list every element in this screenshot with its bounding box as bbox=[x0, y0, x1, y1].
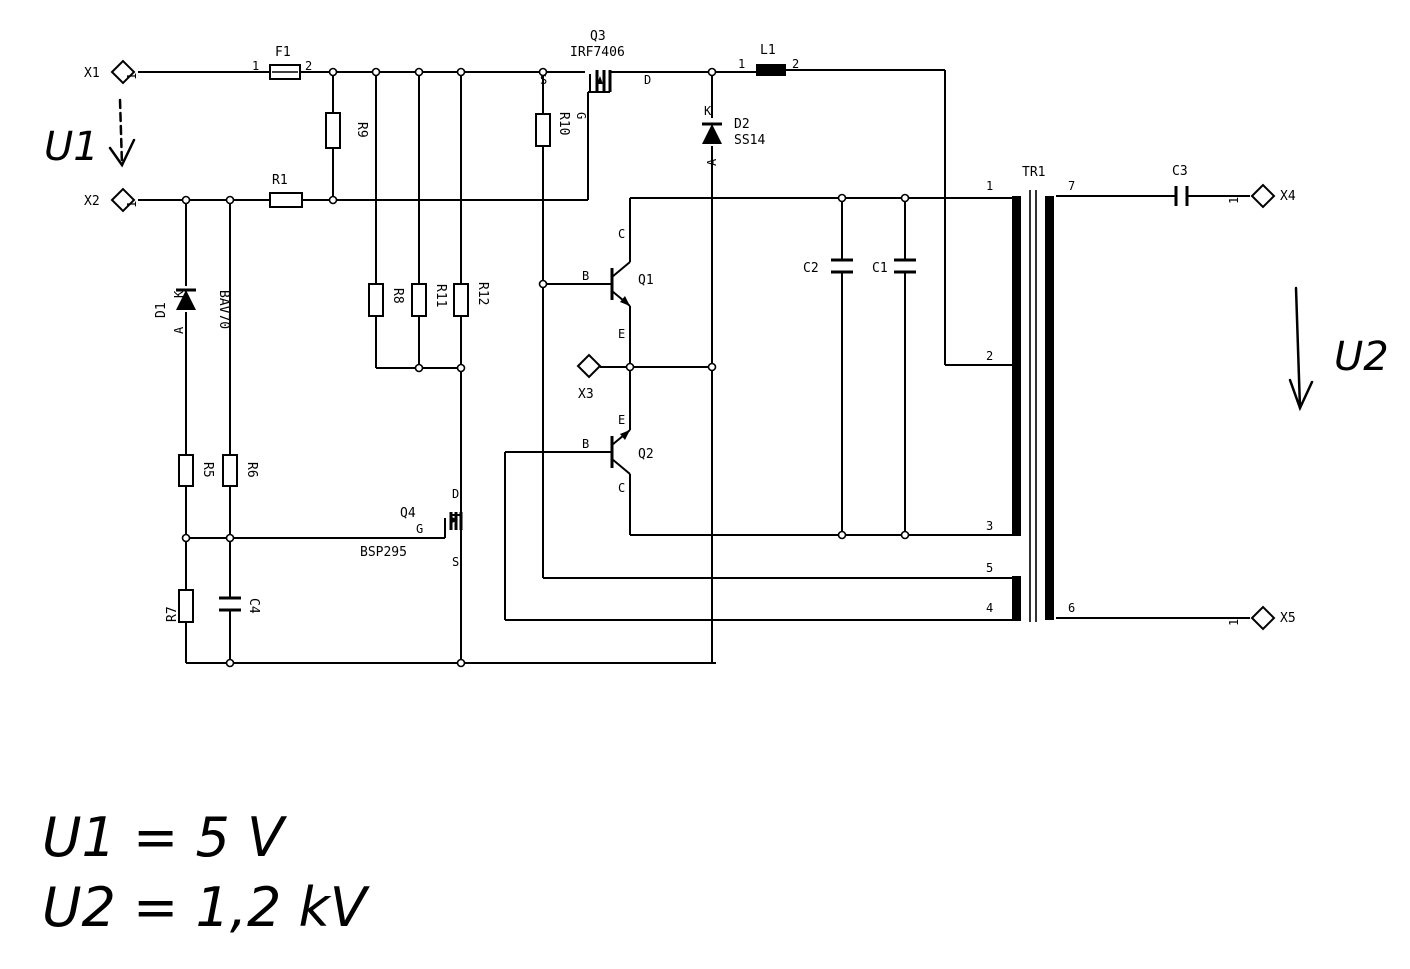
terminal-x4-label: X4 bbox=[1280, 189, 1296, 204]
wires bbox=[138, 69, 1250, 664]
terminal-x1-pin: 1 bbox=[125, 73, 139, 80]
bjt-q1-e: E bbox=[618, 327, 625, 341]
capacitor-c2-label: C2 bbox=[803, 261, 819, 276]
bjt-q1-b: B bbox=[582, 269, 589, 283]
mosfet-q4-label: Q4 bbox=[400, 506, 416, 521]
resistor-r7-label: R7 bbox=[165, 606, 180, 622]
resistor-r11-label: R11 bbox=[433, 284, 448, 307]
mosfet-q4-part: BSP295 bbox=[360, 545, 407, 560]
diode-d1-k: K bbox=[172, 290, 186, 298]
inductor-l1-pin1: 1 bbox=[738, 57, 745, 71]
handwritten-equations: U1 = 5 V U2 = 1,2 kV bbox=[42, 806, 371, 939]
diode-d1-part: BAV70 bbox=[216, 290, 231, 329]
terminal-x1-label: X1 bbox=[84, 66, 100, 81]
bjt-q1-label: Q1 bbox=[638, 273, 654, 288]
capacitor-c1-label: C1 bbox=[872, 261, 888, 276]
terminal-x2-label: X2 bbox=[84, 194, 100, 209]
transformer-pin-2: 2 bbox=[986, 349, 993, 363]
bjt-q2: Q2 B E C bbox=[582, 413, 654, 495]
u2-arrow-label: U2 bbox=[1334, 334, 1389, 380]
mosfet-q3-label: Q3 bbox=[590, 29, 606, 44]
resistor-r7: R7 bbox=[165, 589, 194, 623]
fuse-f1-pin1: 1 bbox=[252, 59, 259, 73]
mosfet-q4-d: D bbox=[452, 487, 459, 501]
resistor-r5: R5 bbox=[178, 454, 215, 487]
resistor-r9-label: R9 bbox=[354, 122, 369, 138]
diode-d2-label: D2 bbox=[734, 117, 750, 132]
terminal-x2: X2 1 bbox=[84, 187, 139, 213]
terminal-x2-pin: 1 bbox=[125, 201, 139, 208]
u2-voltage-arrow: U2 bbox=[1288, 286, 1389, 412]
resistor-r5-label: R5 bbox=[200, 462, 215, 478]
inductor-l1-pin2: 2 bbox=[792, 57, 799, 71]
bjt-q2-b: B bbox=[582, 437, 589, 451]
transformer-pin-5: 5 bbox=[986, 561, 993, 575]
junction-dots bbox=[181, 67, 910, 668]
bjt-q1-c: C bbox=[618, 227, 625, 241]
transformer-pin-3: 3 bbox=[986, 519, 993, 533]
mosfet-q3: Q3 IRF7406 S G D bbox=[540, 29, 651, 119]
terminal-x4: X4 1 bbox=[1227, 183, 1296, 209]
terminal-x3: X3 bbox=[576, 353, 602, 402]
transformer-pin-7: 7 bbox=[1068, 179, 1075, 193]
terminal-x5: X5 1 bbox=[1227, 605, 1296, 631]
resistor-r1: R1 bbox=[269, 173, 303, 208]
resistor-r9: R9 bbox=[325, 112, 369, 149]
inductor-l1: L1 1 2 bbox=[738, 43, 799, 76]
bjt-q2-e: E bbox=[618, 413, 625, 427]
terminal-x5-pin: 1 bbox=[1227, 619, 1241, 626]
capacitor-c1: C1 bbox=[872, 258, 916, 276]
capacitor-c3: C3 bbox=[1172, 164, 1189, 206]
mosfet-q4-g: G bbox=[416, 522, 423, 536]
resistor-r11: R11 bbox=[411, 283, 448, 317]
resistor-r6-label: R6 bbox=[244, 462, 259, 478]
terminal-x4-pin: 1 bbox=[1227, 197, 1241, 204]
transformer-pin-6: 6 bbox=[1068, 601, 1075, 615]
terminal-x5-label: X5 bbox=[1280, 611, 1296, 626]
u1-arrow-label: U1 bbox=[44, 124, 99, 170]
terminal-x3-label: X3 bbox=[578, 387, 594, 402]
bjt-q2-label: Q2 bbox=[638, 447, 654, 462]
diode-d1-label: D1 bbox=[154, 302, 169, 318]
mosfet-q3-s: S bbox=[540, 73, 547, 87]
diode-d2: D2 SS14 K A bbox=[702, 104, 765, 166]
mosfet-q3-part: IRF7406 bbox=[570, 45, 625, 60]
diode-d2-k: K bbox=[704, 104, 712, 118]
mosfet-q3-d: D bbox=[644, 73, 651, 87]
inductor-l1-label: L1 bbox=[760, 43, 776, 58]
resistor-r1-label: R1 bbox=[272, 173, 288, 188]
resistor-r6: R6 bbox=[222, 454, 259, 487]
transformer-pin-4: 4 bbox=[986, 601, 993, 615]
transformer-tr1: TR1 1 2 3 4 5 6 7 bbox=[986, 165, 1075, 622]
resistor-r8-label: R8 bbox=[390, 288, 405, 304]
mosfet-q4: Q4 G D S BSP295 bbox=[360, 487, 463, 569]
resistor-r12-label: R12 bbox=[475, 282, 490, 305]
resistor-r8: R8 bbox=[368, 283, 405, 317]
resistor-r10: R10 bbox=[535, 112, 571, 147]
mosfet-q3-g: G bbox=[574, 112, 588, 119]
capacitor-c4: C4 bbox=[219, 596, 261, 614]
fuse-f1-pin2: 2 bbox=[305, 59, 312, 73]
transformer-tr1-label: TR1 bbox=[1022, 165, 1045, 180]
capacitor-c2: C2 bbox=[803, 258, 853, 276]
mosfet-q4-s: S bbox=[452, 555, 459, 569]
resistor-r12: R12 bbox=[453, 282, 490, 317]
diode-d1: D1 K A BAV70 bbox=[154, 288, 231, 334]
bjt-q2-c: C bbox=[618, 481, 625, 495]
fuse-f1: F1 1 2 bbox=[252, 45, 312, 80]
equation-u2: U2 = 1,2 kV bbox=[42, 876, 371, 939]
diode-d1-a: A bbox=[172, 326, 186, 334]
diode-d2-a: A bbox=[705, 158, 719, 166]
diode-d2-part: SS14 bbox=[734, 133, 765, 148]
resistor-r10-label: R10 bbox=[556, 112, 571, 135]
equation-u1: U1 = 5 V bbox=[42, 806, 288, 869]
fuse-f1-label: F1 bbox=[275, 45, 291, 60]
bjt-q1: Q1 B C E bbox=[582, 227, 654, 341]
capacitor-c4-label: C4 bbox=[246, 598, 261, 614]
transformer-pin-1: 1 bbox=[986, 179, 993, 193]
capacitor-c3-label: C3 bbox=[1172, 164, 1188, 179]
terminal-x1: X1 1 bbox=[84, 59, 139, 85]
u1-voltage-arrow: U1 bbox=[44, 98, 136, 170]
